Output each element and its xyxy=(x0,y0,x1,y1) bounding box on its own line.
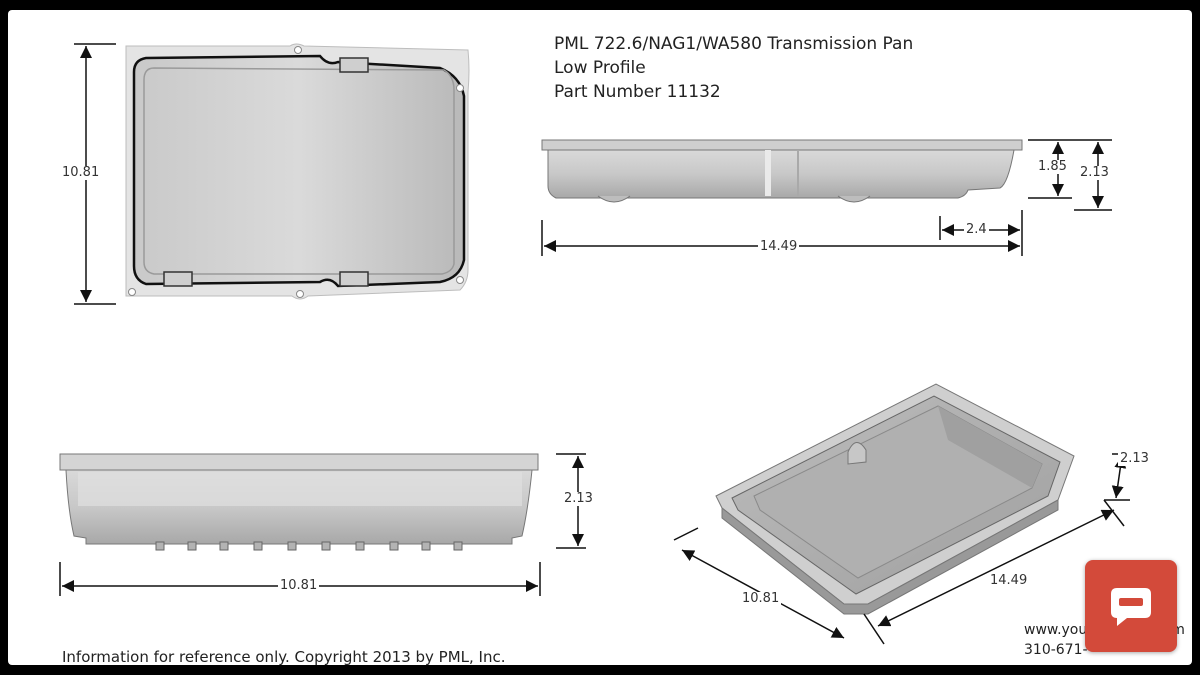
top-view xyxy=(74,43,470,305)
phone-number: 310-671- xyxy=(1024,642,1088,658)
dim-end-view-width: 10.81 xyxy=(278,578,320,593)
dim-side-view-inner-depth: 1.85 xyxy=(1036,159,1069,174)
dim-side-view-total-depth: 2.13 xyxy=(1078,165,1111,180)
dim-iso-length: 14.49 xyxy=(988,573,1030,588)
technical-drawing xyxy=(59,43,1130,645)
dim-iso-depth: 2.13 xyxy=(1118,451,1151,466)
side-view xyxy=(541,139,1112,256)
title-block: PML 722.6/NAG1/WA580 Transmission Pan Lo… xyxy=(554,32,913,104)
dim-iso-width: 10.81 xyxy=(740,591,782,606)
dim-end-view-depth: 2.13 xyxy=(562,491,595,506)
isometric-view xyxy=(673,383,1130,645)
chat-button[interactable] xyxy=(1085,560,1177,652)
chat-bubble-icon xyxy=(1111,588,1151,626)
end-view xyxy=(59,453,586,596)
part-number: Part Number 11132 xyxy=(554,82,721,102)
end-view-bolt-bosses xyxy=(155,541,463,551)
dim-side-view-length: 14.49 xyxy=(758,239,800,254)
drawing-title: PML 722.6/NAG1/WA580 Transmission Pan xyxy=(554,34,914,54)
copyright-notice: Information for reference only. Copyrigh… xyxy=(62,648,506,665)
dim-top-view-height: 10.81 xyxy=(60,165,102,180)
drawing-paper: PML 722.6/NAG1/WA580 Transmission Pan Lo… xyxy=(8,10,1192,665)
drawing-subtitle: Low Profile xyxy=(554,58,646,78)
dim-side-view-flange: 2.4 xyxy=(964,222,989,237)
